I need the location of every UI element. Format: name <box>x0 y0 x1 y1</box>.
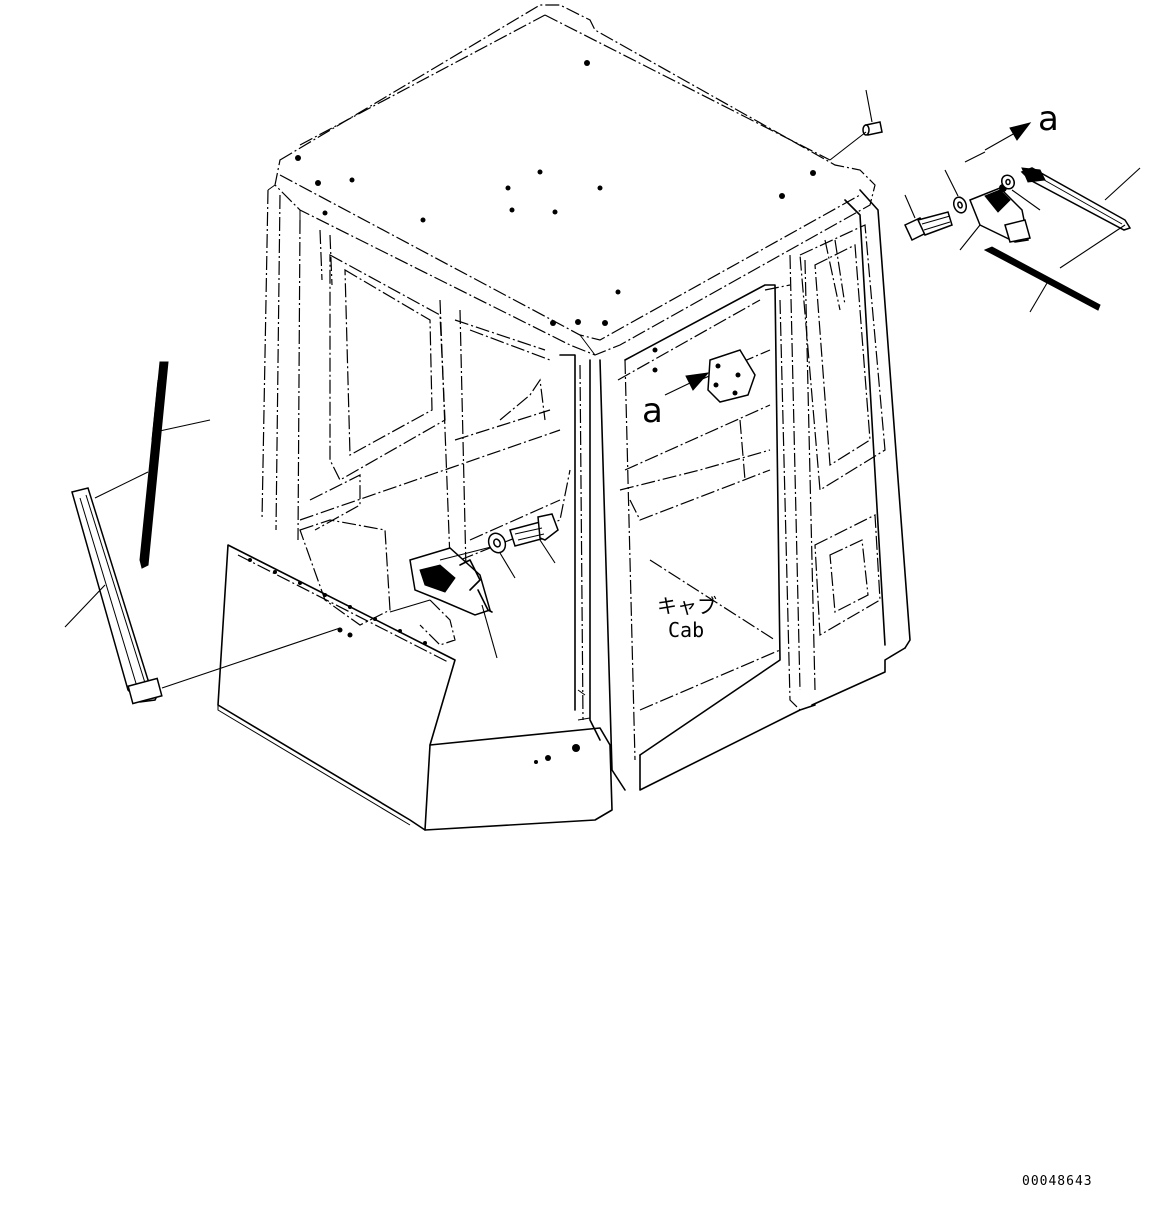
rear-motor-bracket <box>707 349 756 403</box>
leader-arm-to-panel <box>161 627 341 689</box>
leader-nozzle <box>865 89 873 123</box>
washer-front <box>487 532 507 554</box>
leader-wiper-arm-front <box>64 584 106 628</box>
view-ref-mid: a <box>642 391 663 431</box>
roof-fasteners <box>295 60 816 326</box>
leader-motor-to-washer <box>439 545 496 561</box>
leader-motor-to-panel <box>389 599 431 613</box>
leader-arm-to-blade <box>94 471 149 499</box>
view-arrow-top <box>984 122 1032 151</box>
cab-label-en: Cab <box>668 618 704 642</box>
wiper-blade-rear <box>983 246 1101 311</box>
cab-frame <box>217 4 911 831</box>
wiper-motor-rear <box>969 184 1031 243</box>
leader-washer-front <box>499 552 516 579</box>
leader-blade-to-arm <box>1059 224 1126 269</box>
bolt-front <box>509 513 559 547</box>
wiper-arm-rear <box>1020 167 1132 231</box>
front-panel-rivets <box>248 558 580 764</box>
leader-wiper-arm-rear <box>1104 167 1141 201</box>
drawing-number: 00048643 <box>1022 1174 1093 1189</box>
leader-washer-small-rear <box>1011 189 1041 211</box>
leader-bolt-rear <box>904 194 916 219</box>
leader-nozzle-to-cab <box>829 131 867 161</box>
washer-rear <box>952 196 968 214</box>
wiper-blade-front <box>139 361 169 569</box>
leader-wiper-motor-rear <box>959 224 981 251</box>
nozzle <box>862 121 883 136</box>
view-ref-top: a <box>1038 99 1059 139</box>
cab-label-jp: キャブ <box>657 594 717 618</box>
leader-wiper-motor-front <box>481 604 498 659</box>
leader-washer-rear <box>944 169 959 197</box>
leader-bolt-front <box>539 539 556 564</box>
view-arrow-mid <box>664 372 710 396</box>
leader-wiper-blade-rear <box>1029 277 1051 313</box>
bolt-rear <box>904 211 953 242</box>
leader-wiper-blade-front <box>154 419 211 433</box>
wiper-arm-front <box>71 487 163 705</box>
leader-motor-rear-to-a <box>964 151 986 163</box>
wiper-motor-front <box>409 547 493 616</box>
washer-small-rear <box>1000 174 1016 190</box>
